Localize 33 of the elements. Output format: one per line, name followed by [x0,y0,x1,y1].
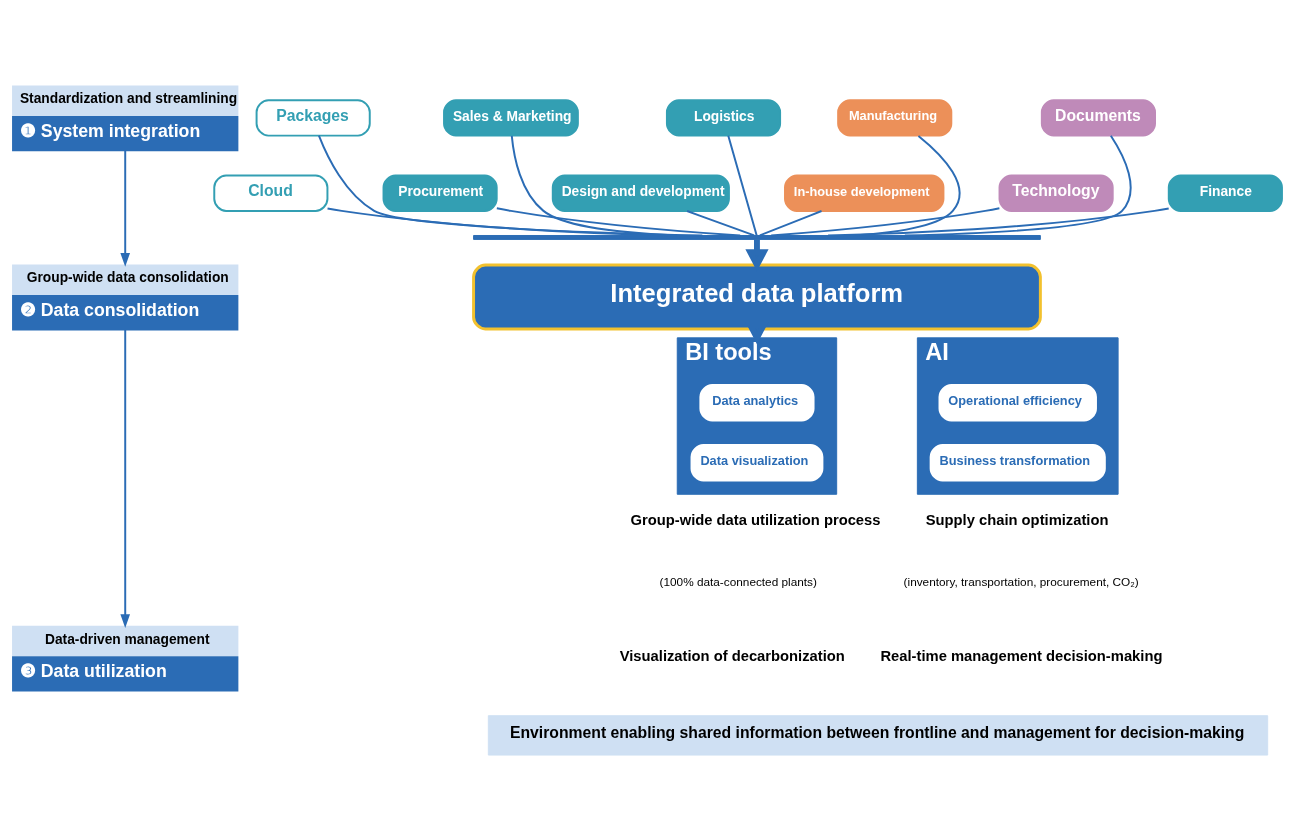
node-box: Packages [255,98,371,137]
label: Visualization of decarbonization [619,647,845,664]
node-box: Data visualization [690,443,824,481]
node-box: Manufacturing [837,98,953,137]
node-box: Environment enabling shared information between frontline and management for decision-making [487,714,1269,756]
node-bar [473,234,1041,240]
node-box: Procurement [382,174,498,212]
label: Real-time management decision-making [880,647,1163,664]
node-box: Sales & Marketing [443,98,579,137]
node-box: Data analytics [699,383,815,421]
node-box: Logistics [665,98,782,137]
node-box: Finance [1167,174,1283,212]
connector [686,209,756,236]
connector [770,206,1001,236]
arrow [120,328,131,628]
node-box: In-house development [784,174,945,212]
label: (100% data-connected plants) [659,574,817,589]
connector [903,134,1132,236]
connector [827,206,1170,236]
node-box: Technology [998,174,1114,212]
node-box: Cloud [213,174,329,212]
node-box: Business transformation [929,443,1106,481]
label: Group-wide data utilization process [630,511,881,528]
label: (inventory, transportation, procurement, CO₂) [903,574,1139,589]
label: Supply chain optimization [925,511,1109,528]
node-box: Documents [1040,98,1156,137]
node-box: Design and development [551,174,730,212]
node-box: Operational efficiency [938,383,1097,421]
arrow [120,149,131,267]
connector [758,209,823,236]
connector [317,134,704,236]
connector [727,134,758,236]
connector [495,206,742,236]
